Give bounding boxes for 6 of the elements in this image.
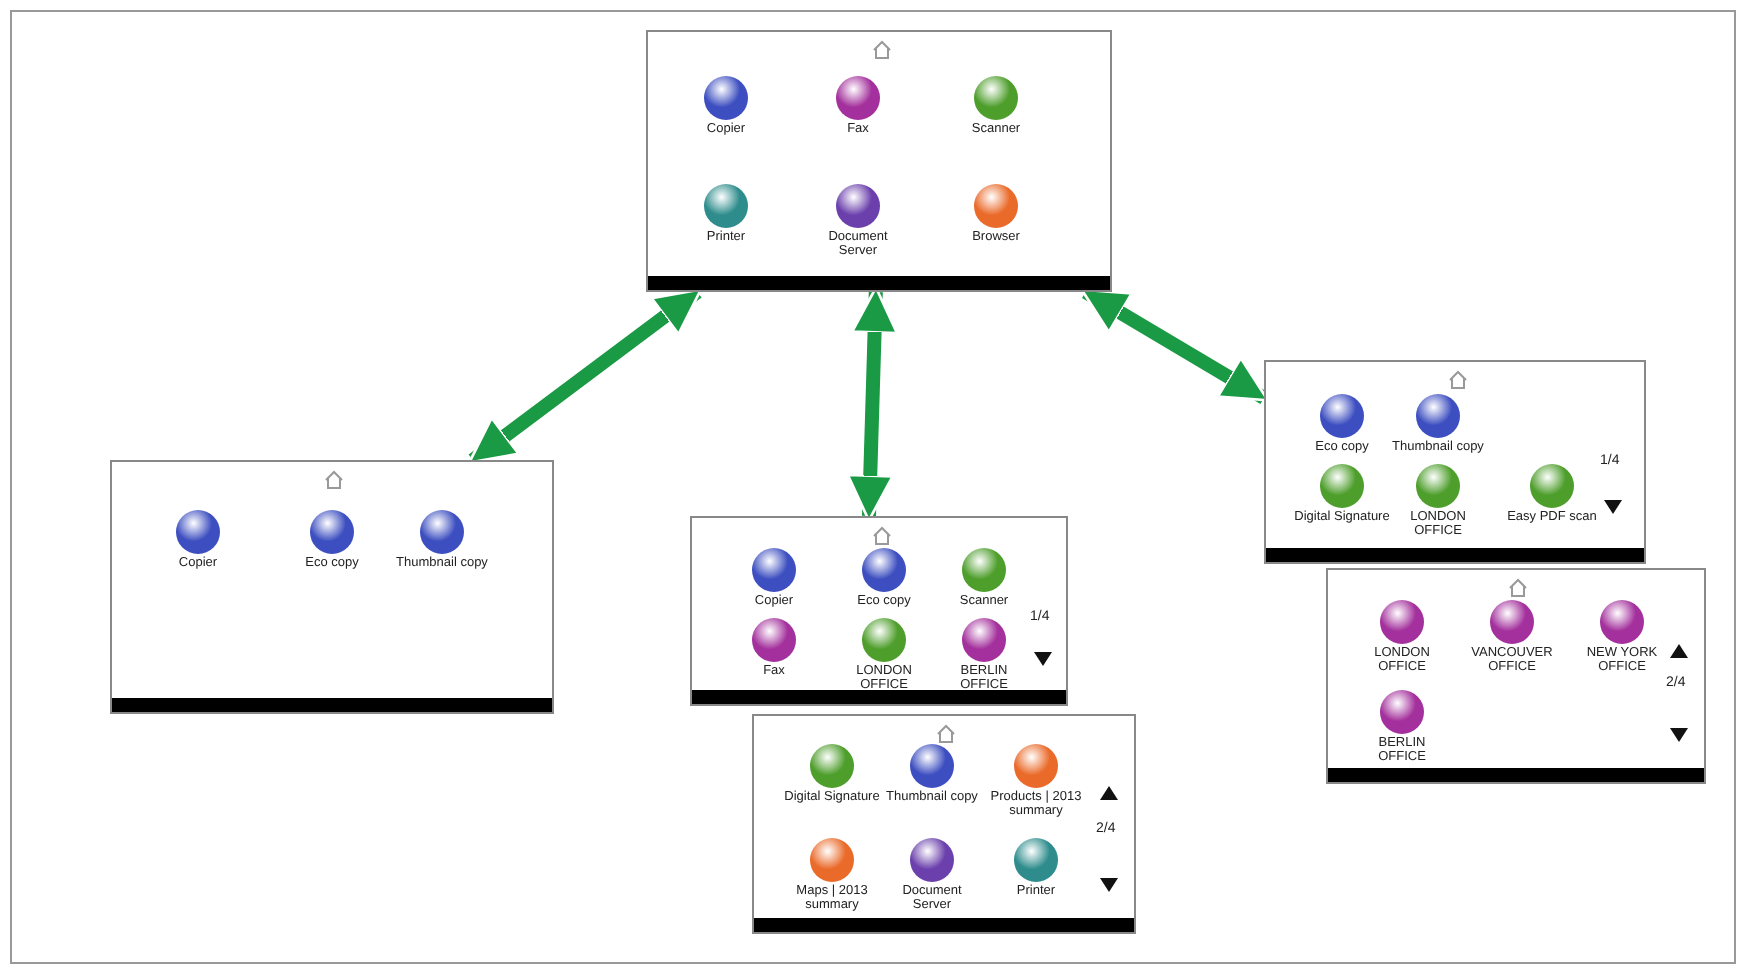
screen-panel bbox=[752, 714, 1136, 934]
screen-panel bbox=[690, 516, 1068, 706]
screen-panel bbox=[1326, 568, 1706, 784]
screen-panel bbox=[110, 460, 554, 714]
screen-panel bbox=[646, 30, 1112, 292]
screen-panel bbox=[1264, 360, 1646, 564]
